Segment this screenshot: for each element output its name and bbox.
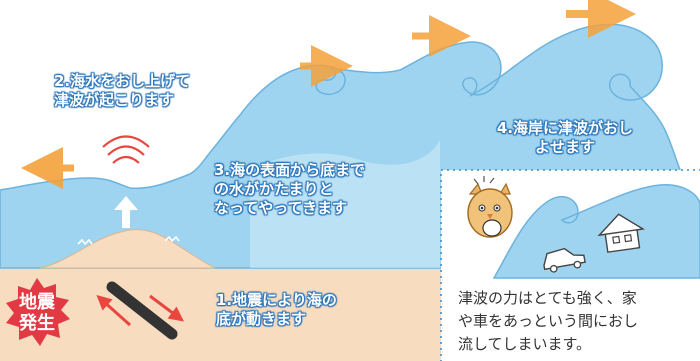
car-illustration [543, 247, 586, 273]
vibration-mark-right [164, 235, 180, 243]
inset-wave [492, 184, 700, 279]
slip-arrow-down [149, 294, 184, 322]
ripple-arc-3 [102, 135, 150, 148]
ripple-arc-2 [107, 145, 145, 156]
owl-mascot [467, 176, 513, 238]
sea-highlight [250, 140, 440, 268]
ripple-arc-1 [112, 155, 140, 164]
step3-label: 3.海の表面から底まで の水がかたまりと なってやってきます [214, 161, 366, 217]
uplift-arrow [114, 196, 138, 228]
slip-arrow-up [96, 295, 131, 327]
step1-label: 1.地震により海の 底が動きます [216, 291, 337, 328]
house-illustration [597, 213, 645, 253]
quake-badge [6, 278, 70, 346]
quake-badge-text: 地震 発生 [19, 292, 55, 334]
step4-label: 4.海岸に津波がおし よせます [496, 119, 634, 156]
inset-caption: 津波の力はとても強く、家 や車をあっという間におし 流してしまいます。 [458, 289, 639, 353]
fault-line [106, 281, 178, 340]
seabed-bump [39, 229, 216, 269]
step2-label: 2.海水をおし上げて 津波が起こります [54, 72, 191, 109]
vibration-mark-left [77, 238, 93, 246]
